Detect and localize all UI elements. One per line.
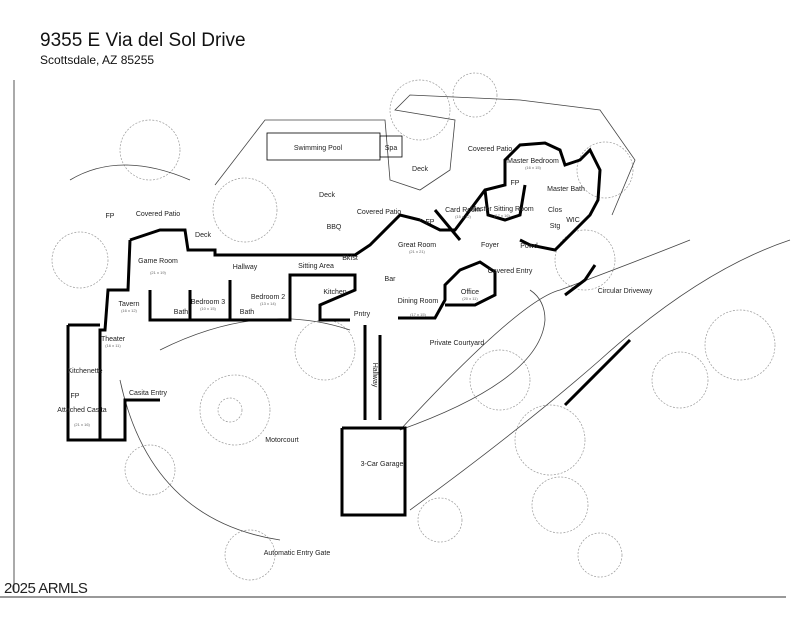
fireplace-label: FP [71, 393, 80, 400]
room-master-sitting-room: Master Sitting Room [470, 206, 534, 213]
room-spa: Spa [385, 145, 398, 152]
room-card-room: Card Room [445, 207, 481, 214]
patio-arc [69, 164, 191, 181]
room-deck: Deck [412, 166, 428, 173]
svg-text:(16 x 11): (16 x 11) [105, 343, 121, 348]
room-storage: Stg [550, 223, 561, 230]
spa [379, 135, 403, 158]
room-casita-entry: Casita Entry [129, 390, 168, 397]
room-pantry: Pntry [354, 311, 371, 318]
circular-driveway: Circular Driveway [598, 288, 653, 295]
svg-text:(20 x 11): (20 x 11) [462, 296, 478, 301]
room-kitchen: Kitchen [323, 289, 346, 296]
room-game-room: Game Room [138, 258, 178, 265]
room-covered-patio: Covered Patio [357, 209, 401, 216]
fireplace-label: FP [511, 180, 520, 187]
room-hallway: Hallway [233, 264, 258, 271]
room-foyer: Foyer [481, 242, 500, 249]
svg-text:(16 x 15): (16 x 15) [525, 165, 541, 170]
fireplace-label: FP [426, 219, 435, 226]
room-deck: Deck [319, 192, 335, 199]
property-address: 9355 E Via del Sol Drive [40, 30, 246, 51]
svg-text:(17 x 16): (17 x 16) [494, 213, 510, 218]
room-bedroom-3: Bedroom 3 [191, 299, 225, 306]
landscape-trees [51, 72, 776, 581]
room-covered-entry: Covered Entry [488, 268, 533, 275]
room-3-car-garage: 3-Car Garage [361, 461, 404, 468]
room-private-courtyard: Private Courtyard [430, 340, 485, 347]
room-attached-casita: Attached Casita [57, 407, 107, 414]
automatic-entry-gate: Automatic Entry Gate [264, 550, 331, 557]
room-master-bedroom: Master Bedroom [507, 158, 559, 165]
room-bath: Bath [240, 309, 255, 316]
walls [66, 141, 632, 517]
driveway-inner [399, 239, 691, 431]
room-covered-patio: Covered Patio [136, 211, 180, 218]
motorcourt-curve-top [159, 318, 351, 351]
room-great-room: Great Room [398, 242, 436, 249]
svg-text:(15 x 12): (15 x 12) [455, 214, 471, 219]
room-kitchenette: Kitchenette [67, 368, 102, 375]
room-theater: Theater [101, 336, 126, 343]
room-wic: WIC [566, 217, 580, 224]
room-bbq: BBQ [327, 224, 342, 231]
room-closet: Clos [548, 207, 563, 214]
room-tavern: Tavern [118, 301, 139, 308]
copyright-watermark: 2025 ARMLS [4, 580, 88, 597]
svg-text:(21 x 16): (21 x 16) [74, 422, 90, 427]
property-city: Scottsdale, AZ 85255 [40, 53, 155, 67]
room-hallway: Hallway [371, 363, 378, 388]
room-bath: Bath [174, 309, 189, 316]
room-bar: Bar [385, 276, 397, 283]
driveway-outer [409, 239, 791, 511]
courtyard-edge [399, 289, 546, 431]
room-powder: Powd [520, 243, 538, 250]
fireplace-label: FP [106, 213, 115, 220]
svg-text:(17 x 15): (17 x 15) [410, 312, 426, 317]
room-covered-patio: Covered Patio [468, 146, 512, 153]
svg-text:(16 x 12): (16 x 12) [121, 308, 137, 313]
room-office: Office [461, 289, 479, 296]
room-sitting-area: Sitting Area [298, 263, 334, 270]
svg-text:(21 x 19): (21 x 19) [150, 270, 166, 275]
room-swimming-pool: Swimming Pool [294, 145, 343, 152]
room-deck: Deck [195, 232, 211, 239]
room-bedroom-2: Bedroom 2 [251, 294, 285, 301]
motorcourt: Motorcourt [265, 437, 299, 444]
motorcourt-curve-left [119, 379, 281, 541]
room-labels: Swimming Pool Spa Deck Deck Deck Covered… [57, 145, 653, 557]
svg-text:(21 x 21): (21 x 21) [409, 249, 425, 254]
room-master-bath: Master Bath [547, 186, 585, 193]
room-breakfast: Bkfst [342, 255, 358, 262]
svg-text:(10 x 15): (10 x 15) [200, 306, 216, 311]
room-dining-room: Dining Room [398, 298, 439, 305]
deck-outline [214, 94, 636, 216]
svg-text:(13 x 14): (13 x 14) [260, 301, 276, 306]
